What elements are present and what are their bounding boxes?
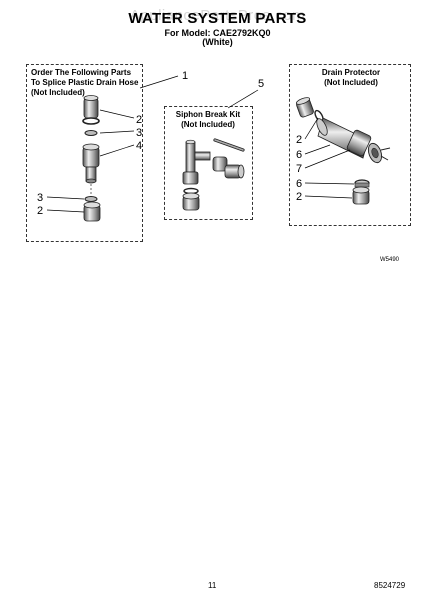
left-leader-lines [46,75,179,213]
drain-callout-7: 7 [296,163,303,175]
callout-3-lower: 3 [37,192,44,204]
o-ring-bottom [84,196,98,202]
diagram-code: W5490 [380,257,400,263]
siphon-elbow [212,156,245,179]
drain-callout-6-upper: 6 [296,149,303,161]
drain-callout-2-lower: 2 [296,191,303,203]
callout-4: 4 [136,140,143,152]
callout-3-upper: 3 [136,127,143,139]
color-line: (White) [202,37,233,47]
drain-callout-2-upper: 2 [296,134,303,146]
page-title: WATER SYSTEM PARTS [128,10,307,27]
splice-parts-panel [26,64,143,242]
page-number: 11 [208,581,217,590]
splice-parts-label: Order The Following Parts To Splice Plas… [31,68,139,97]
siphon-tube [213,138,245,152]
callout-2-lower: 2 [37,205,44,217]
o-ring-top [84,130,98,136]
callout-2-upper: 2 [136,114,143,126]
callout-5: 5 [258,78,265,90]
model-line: For Model: CAE2792KQ0 [164,28,271,38]
drain-connector-top [295,97,314,118]
siphon-leader-lines [227,89,259,109]
hose-coupler [82,143,100,184]
hose-connector-bottom [83,201,101,222]
siphon-break-label: Siphon Break Kit (Not Included) [175,110,241,129]
document-number: 8524729 [374,581,406,590]
drain-callout-6-lower: 6 [296,178,303,190]
siphon-adapter [182,192,200,211]
watermark: AppliancePartsPros.com [129,7,306,24]
siphon-tee-fitting [182,139,211,185]
hose-connector-top [83,95,99,119]
drain-protector-panel [289,64,411,226]
drain-protector-body [316,117,391,164]
drain-connector-bottom [352,186,370,205]
siphon-break-panel [164,106,253,220]
callout-1: 1 [182,70,189,82]
drain-leader-lines [304,117,355,199]
drain-clamp-lower [354,179,370,188]
hose-clamp-top [82,117,100,125]
drain-protector-label: Drain Protector (Not Included) [321,68,381,87]
